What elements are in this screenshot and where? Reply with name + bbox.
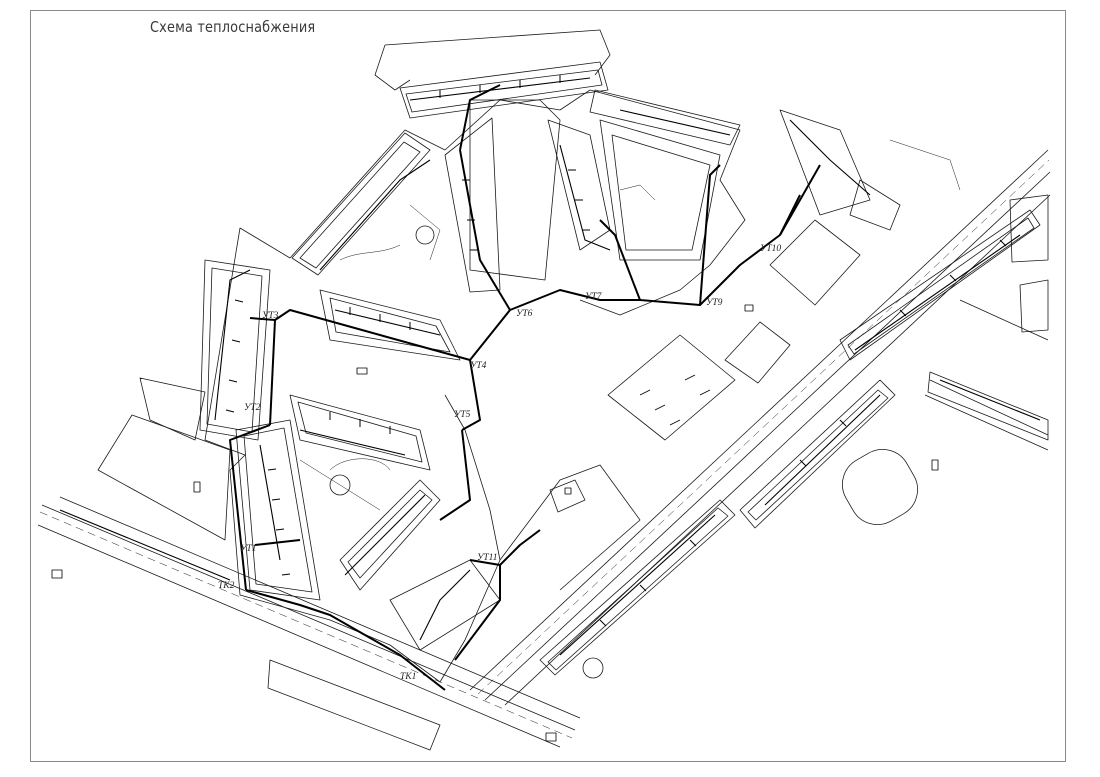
node-label-ut3: УТ3 bbox=[262, 311, 279, 321]
node-label-ut6: УТ6 bbox=[516, 309, 533, 319]
main-road-diagonal bbox=[469, 149, 1051, 706]
drawing-frame bbox=[30, 10, 1066, 762]
quarter-boundary bbox=[204, 29, 746, 683]
node-label-ut1: УТ1 bbox=[240, 544, 256, 554]
heat-branches bbox=[59, 77, 1041, 656]
node-label-tk2: ТК2 bbox=[218, 581, 235, 591]
node-label-ut4: УТ4 bbox=[470, 361, 487, 371]
node-labels: УТ1 УТ2 УТ3 УТ4 УТ5 УТ6 УТ7 УТ9 УТ10 УТ1… bbox=[218, 244, 781, 682]
right-road bbox=[924, 299, 1049, 451]
node-label-ut10: УТ10 bbox=[760, 244, 781, 254]
buildings bbox=[97, 61, 1049, 751]
main-road-bottom bbox=[37, 496, 581, 748]
service-inputs bbox=[225, 75, 1007, 627]
node-label-tk1: ТК1 bbox=[400, 672, 416, 682]
heat-network bbox=[229, 84, 821, 691]
node-label-ut2: УТ2 bbox=[244, 403, 261, 413]
node-label-ut9: УТ9 bbox=[706, 298, 723, 308]
page-title: Схема теплоснабжения bbox=[150, 18, 316, 36]
node-label-ut11: УТ11 bbox=[477, 553, 497, 563]
courtyard-paths bbox=[299, 139, 961, 511]
node-label-ut7: УТ7 bbox=[585, 292, 603, 302]
node-label-ut5: УТ5 bbox=[454, 410, 471, 420]
site-symbols bbox=[51, 304, 939, 742]
